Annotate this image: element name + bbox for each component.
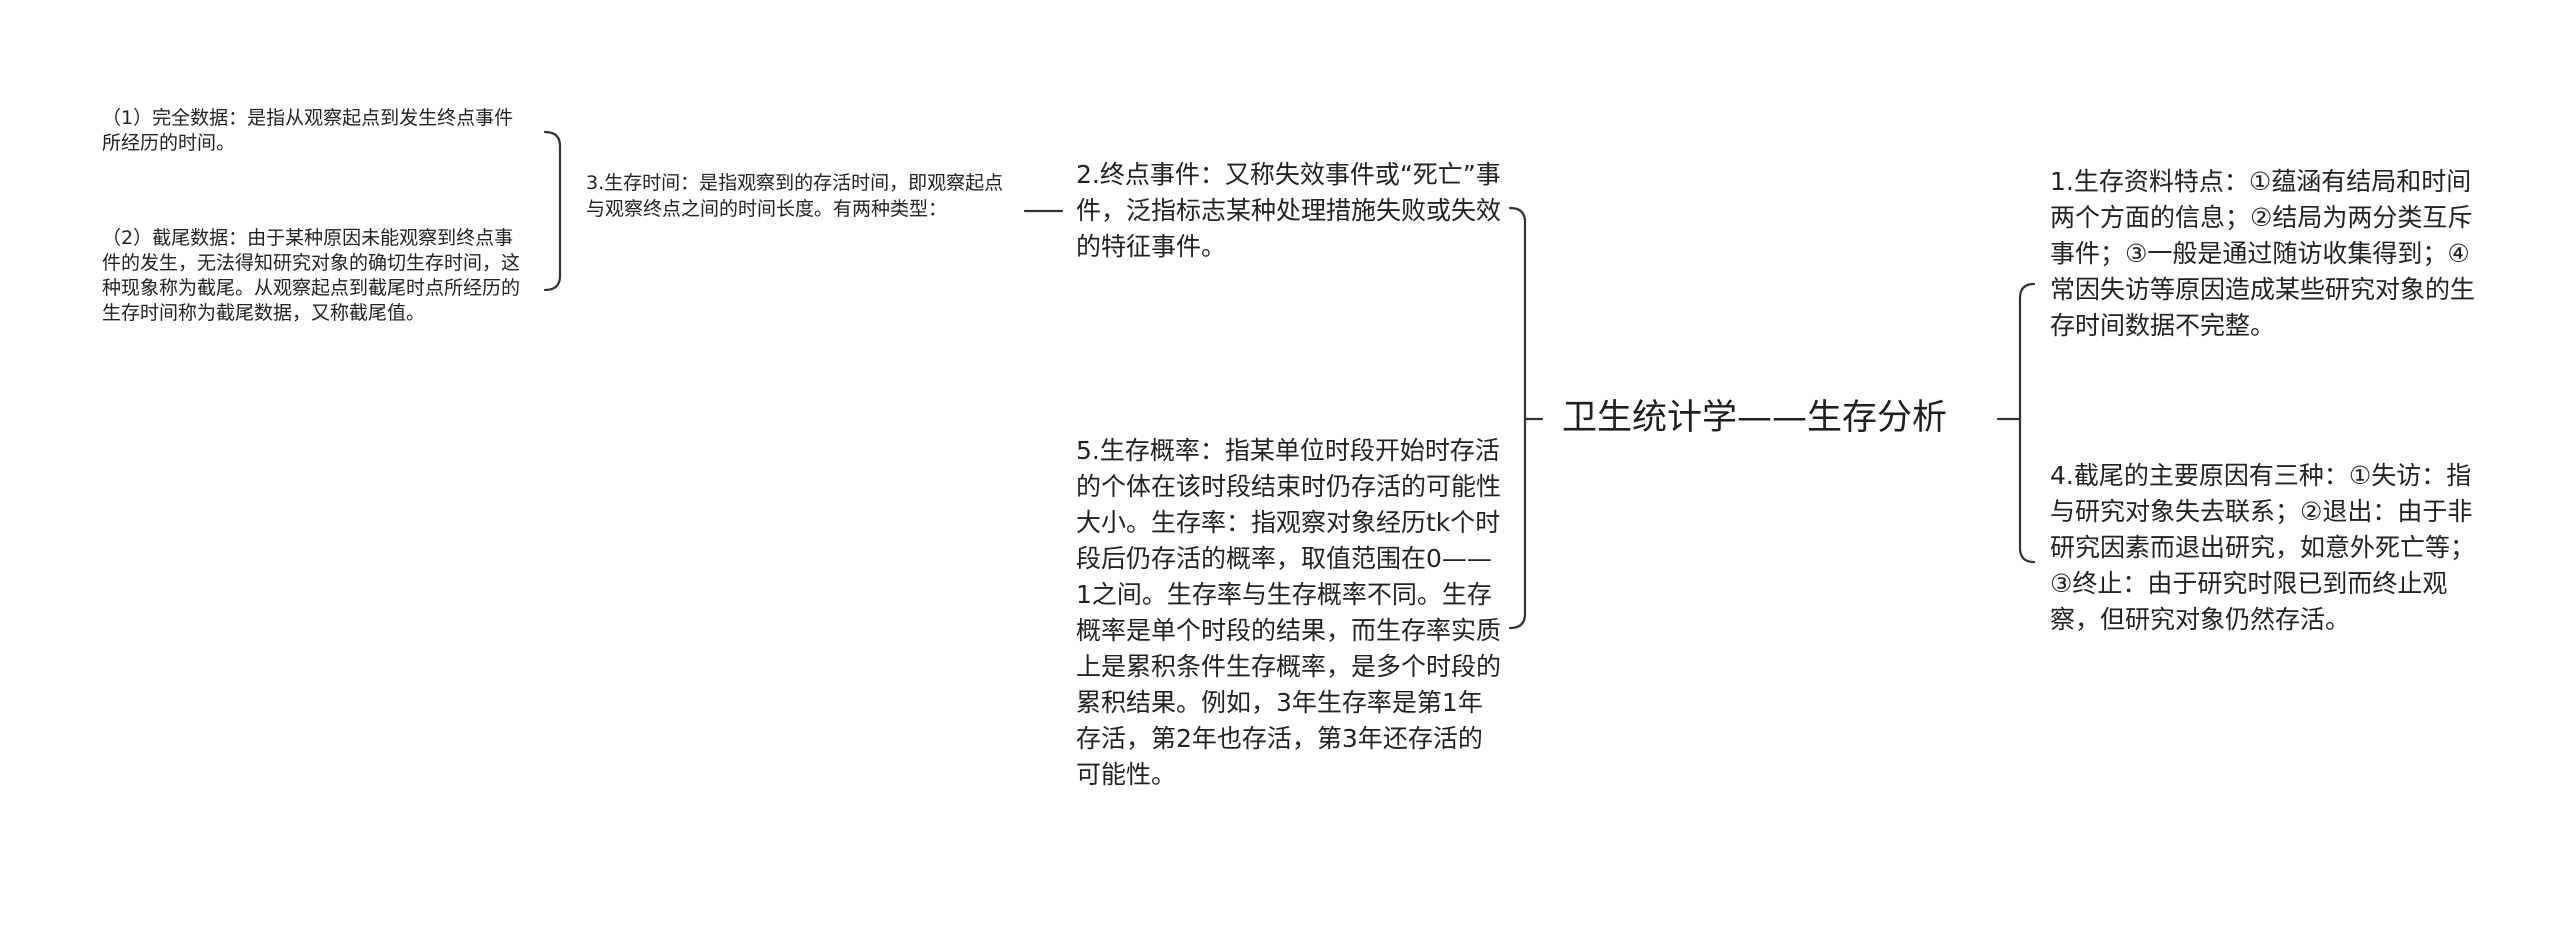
node-censoring-reasons[interactable]: 4.截尾的主要原因有三种：①失访：指与研究对象失去联系；②退出：由于非研究因素而… bbox=[2050, 461, 2476, 634]
bracket-node3 bbox=[543, 130, 562, 292]
node-censored-data[interactable]: （2）截尾数据：由于某种原因未能观察到终点事件的发生，无法得知研究对象的确切生存… bbox=[102, 227, 521, 324]
node-survival-data-features[interactable]: 1.生存资料特点：①蕴涵有结局和时间两个方面的信息；②结局为两分类互斥事件；③一… bbox=[2050, 167, 2476, 340]
bracket-left bbox=[1508, 206, 1527, 630]
bracket-right bbox=[2018, 282, 2036, 564]
node-complete-data[interactable]: （1）完全数据：是指从观察起点到发生终点事件所经历的时间。 bbox=[102, 107, 514, 154]
node-survival-probability[interactable]: 5.生存概率：指某单位时段开始时存活的个体在该时段结束时仍存活的可能性大小。生存… bbox=[1076, 436, 1502, 789]
node-survival-time[interactable]: 3.生存时间：是指观察到的存活时间，即观察起点与观察终点之间的时间长度。有两种类… bbox=[586, 172, 1004, 220]
root-topic[interactable]: 卫生统计学——生存分析 bbox=[1562, 398, 1948, 438]
node-end-point-event[interactable]: 2.终点事件：又称失效事件或“死亡”事件，泛指标志某种处理措施失败或失效的特征事… bbox=[1076, 160, 1502, 261]
